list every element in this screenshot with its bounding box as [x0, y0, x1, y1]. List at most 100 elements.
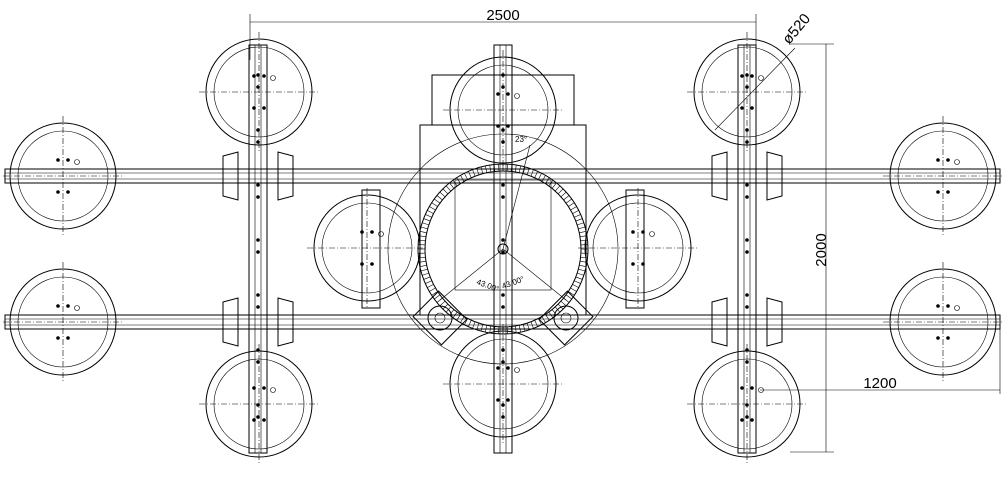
motor-flange: [427, 305, 453, 331]
gear-tooth: [572, 210, 579, 214]
bolt: [66, 304, 70, 308]
left-angle-label: 43.00°: [475, 277, 500, 293]
gear-tooth: [526, 168, 530, 175]
gear-tooth: [510, 164, 513, 172]
bolt: [745, 293, 749, 297]
bolt: [496, 366, 500, 370]
joint-bracket: [222, 151, 239, 201]
gear-tooth: [565, 294, 572, 300]
gear-tooth: [422, 272, 429, 276]
gear-tooth: [578, 226, 586, 230]
bolt: [66, 158, 70, 162]
bolt: [256, 195, 260, 199]
gear-tooth: [534, 171, 538, 178]
gear-tooth: [431, 291, 438, 296]
bolt: [631, 230, 635, 234]
bolt: [750, 386, 754, 390]
gear-tooth: [570, 206, 577, 211]
gear-tooth: [493, 164, 496, 172]
bolt: [56, 336, 60, 340]
joint-bracket: [277, 297, 294, 347]
gear-tooth: [534, 320, 538, 327]
bolt: [745, 415, 749, 419]
bolt: [745, 360, 749, 364]
fitting: [514, 367, 520, 373]
right-angle-label: 43.00°: [501, 274, 526, 290]
gear-tooth: [579, 264, 587, 267]
gear-tooth: [538, 173, 542, 180]
gear-tooth: [456, 177, 461, 184]
gear-tooth: [570, 287, 577, 292]
gear-tooth: [427, 284, 434, 288]
bolt: [936, 336, 940, 340]
joint-bracket: [766, 297, 783, 347]
gear-tooth: [489, 325, 492, 334]
motor-housing: [538, 290, 594, 346]
bolt: [252, 74, 256, 78]
bolt: [252, 418, 256, 422]
gear-tooth: [574, 214, 581, 218]
bolt: [740, 106, 744, 110]
joint-bracket: [222, 297, 239, 347]
bolt: [740, 74, 744, 78]
gear-tooth: [551, 309, 557, 316]
bolt: [745, 250, 749, 254]
gear-tooth: [489, 164, 492, 173]
gear-tooth: [554, 185, 561, 192]
lifter-frame: [4, 44, 1001, 454]
inner-plate: [454, 179, 552, 291]
gear-tooth: [445, 185, 452, 192]
inner-member: [625, 189, 645, 309]
bolt: [252, 386, 256, 390]
joint-bracket: [766, 151, 783, 201]
motor-housing: [412, 290, 468, 346]
gear-tooth: [530, 321, 534, 329]
gear-tooth: [425, 280, 432, 284]
gear-tooth: [434, 294, 441, 300]
bolt: [66, 190, 70, 194]
drive-motor: [538, 290, 594, 346]
bolt: [946, 158, 950, 162]
rotation-envelope: [387, 133, 619, 365]
overall-width-label: 2500: [486, 7, 519, 24]
gear-tooth: [468, 171, 472, 178]
gear-tooth: [427, 210, 434, 214]
bolt: [641, 230, 645, 234]
fitting: [758, 75, 764, 81]
bolt: [256, 238, 260, 242]
gear-tooth: [563, 195, 570, 201]
fitting: [954, 305, 960, 311]
gear-tooth: [572, 284, 579, 288]
bolt: [946, 190, 950, 194]
fitting: [74, 305, 80, 311]
gear-tooth: [439, 300, 446, 307]
bolt: [370, 262, 374, 266]
gear-tooth: [565, 198, 572, 204]
gear-tooth: [510, 326, 513, 334]
gear-tooth: [541, 175, 546, 182]
height-label: 2000: [813, 233, 830, 266]
fitting: [514, 93, 520, 99]
bolt: [501, 195, 505, 199]
gear-tooth: [493, 326, 496, 334]
gear-tooth: [530, 169, 534, 177]
bolt: [750, 74, 754, 78]
bolt: [262, 418, 266, 422]
joint-bracket: [711, 151, 728, 201]
gear-tooth: [551, 182, 557, 189]
bolt: [256, 415, 260, 419]
gear-tooth: [518, 325, 521, 333]
gear-tooth: [425, 214, 432, 218]
gear-tooth: [476, 323, 480, 330]
angle-ray: [502, 144, 531, 250]
bolt: [256, 250, 260, 254]
gear-tooth: [522, 324, 526, 332]
gear-tooth: [577, 222, 584, 226]
top-housing: [431, 74, 575, 126]
bolt: [740, 386, 744, 390]
bolt: [936, 190, 940, 194]
gear-tooth: [522, 166, 526, 174]
bolt: [262, 74, 266, 78]
gear-tooth: [464, 173, 468, 180]
motor-flange: [553, 305, 579, 331]
